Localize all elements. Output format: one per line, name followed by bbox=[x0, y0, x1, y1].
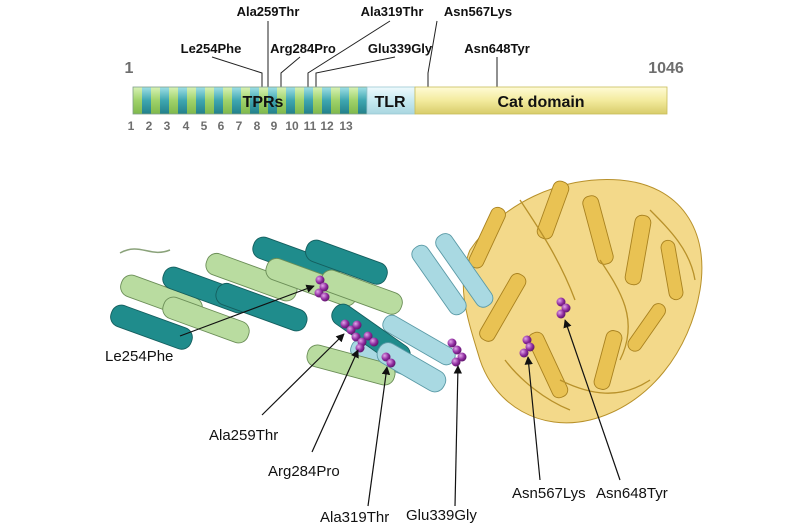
cat-domain-label: Cat domain bbox=[497, 94, 584, 111]
repeat-number: 4 bbox=[183, 119, 190, 133]
callout-asn567lys bbox=[427, 20, 438, 87]
callout-ala319thr bbox=[307, 20, 391, 87]
tpr-segment bbox=[349, 87, 359, 114]
structure-label-arg284pro: Arg284Pro bbox=[268, 463, 340, 480]
tpr-segment bbox=[142, 87, 152, 114]
tpr-segment bbox=[178, 87, 188, 114]
tpr-segment bbox=[331, 87, 341, 114]
structure-label-ala259thr: Ala259Thr bbox=[209, 427, 278, 444]
mid-label-asn648tyr: Asn648Tyr bbox=[464, 41, 530, 56]
repeat-number: 8 bbox=[254, 119, 261, 133]
arrow-ala259thr bbox=[261, 333, 345, 416]
tprs-label: TPRs bbox=[243, 94, 284, 111]
tpr-segment bbox=[250, 87, 260, 114]
mutation-site-glu339gly bbox=[447, 338, 467, 367]
tpr-segment bbox=[340, 87, 350, 114]
tpr-segment bbox=[160, 87, 170, 114]
tpr-segment bbox=[268, 87, 278, 114]
tpr-segment bbox=[223, 87, 233, 114]
mutation-site-ala259thr bbox=[340, 319, 362, 335]
repeat-number: 6 bbox=[218, 119, 225, 133]
top-label-ala319thr: Ala319Thr bbox=[361, 4, 424, 19]
tpr-segment bbox=[286, 87, 296, 114]
structure-label-glu339gly: Glu339Gly bbox=[406, 507, 477, 524]
tpr-segment bbox=[196, 87, 206, 114]
tpr-segment bbox=[358, 87, 368, 114]
structure-arrows bbox=[179, 284, 621, 507]
repeat-number: 12 bbox=[320, 119, 334, 133]
mutation-site-le254phe bbox=[314, 275, 330, 302]
arrow-glu339gly bbox=[453, 365, 463, 507]
repeat-number: 2 bbox=[146, 119, 153, 133]
tpr-segment bbox=[205, 87, 215, 114]
tpr-segment bbox=[214, 87, 224, 114]
structure-label-asn648tyr: Asn648Tyr bbox=[596, 485, 668, 502]
tpr-segment bbox=[151, 87, 161, 114]
tpr-segment bbox=[232, 87, 242, 114]
protein-structure: Le254Phe Ala259Thr Arg284Pro Ala319Thr G… bbox=[105, 178, 703, 526]
tpr-helices-cartoon bbox=[110, 236, 447, 393]
tpr-segment bbox=[277, 87, 287, 114]
repeat-number: 3 bbox=[164, 119, 171, 133]
tpr-segment bbox=[187, 87, 197, 114]
catalytic-domain-cartoon bbox=[462, 178, 703, 424]
mutation-callout-lines bbox=[211, 20, 498, 87]
top-label-asn567lys: Asn567Lys bbox=[444, 4, 512, 19]
tpr-segment bbox=[304, 87, 314, 114]
repeat-number: 11 bbox=[304, 119, 317, 133]
mutation-sites bbox=[314, 275, 571, 368]
structure-label-ala319thr: Ala319Thr bbox=[320, 509, 389, 526]
repeat-number: 7 bbox=[236, 119, 243, 133]
mutation-site-asn648tyr bbox=[556, 297, 571, 319]
end-residue-label: 1046 bbox=[648, 60, 684, 77]
callout-arg284pro bbox=[280, 56, 301, 87]
arrow-asn648tyr bbox=[563, 319, 621, 481]
tpr-segment bbox=[322, 87, 332, 114]
callout-le254phe bbox=[211, 56, 263, 87]
repeat-number: 1 bbox=[128, 119, 135, 133]
top-label-ala259thr: Ala259Thr bbox=[237, 4, 300, 19]
arrow-le254phe bbox=[179, 284, 315, 337]
tpr-segment bbox=[169, 87, 179, 114]
arrow-asn567lys bbox=[524, 356, 541, 481]
mutation-site-ala319thr bbox=[381, 352, 396, 368]
tpr-segment bbox=[295, 87, 305, 114]
mid-label-arg284pro: Arg284Pro bbox=[270, 41, 336, 56]
repeat-number: 5 bbox=[201, 119, 208, 133]
tlr-label: TLR bbox=[374, 94, 406, 111]
tpr-segment bbox=[241, 87, 251, 114]
repeat-number: 13 bbox=[339, 119, 353, 133]
repeat-number: 9 bbox=[271, 119, 278, 133]
arrow-arg284pro bbox=[311, 349, 359, 453]
tpr-segment bbox=[133, 87, 143, 114]
callout-glu339gly bbox=[315, 56, 396, 87]
tpr-segment bbox=[313, 87, 323, 114]
tpr-segment bbox=[259, 87, 269, 114]
mid-label-le254phe: Le254Phe bbox=[181, 41, 242, 56]
structure-label-asn567lys: Asn567Lys bbox=[512, 485, 586, 502]
repeat-number: 10 bbox=[285, 119, 299, 133]
tpr-repeat-segments bbox=[132, 86, 368, 115]
mid-label-glu339gly: Glu339Gly bbox=[368, 41, 433, 56]
arrow-ala319thr bbox=[367, 366, 391, 507]
mutation-site-asn567lys bbox=[519, 335, 535, 358]
start-residue-label: 1 bbox=[125, 60, 134, 77]
structure-label-le254phe: Le254Phe bbox=[105, 348, 173, 365]
cat-domain-box bbox=[414, 86, 668, 115]
